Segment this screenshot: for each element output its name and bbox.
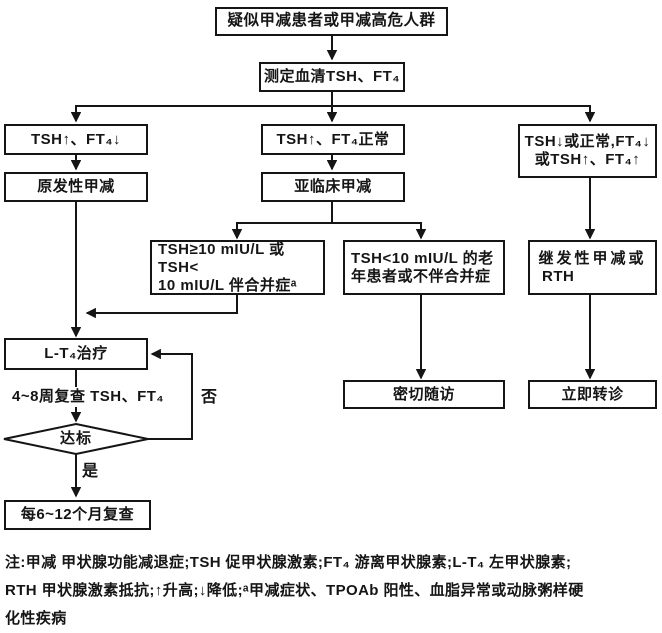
- node-suspected-patients: 疑似甲减患者或甲减高危人群: [215, 7, 448, 36]
- node-secondary-hypo-rth: 继发性甲减或 RTH: [528, 240, 657, 295]
- node-close-followup: 密切随访: [343, 380, 505, 409]
- node-tsh-ge-10-line1: TSH≥10 mIU/L 或 TSH<: [158, 240, 285, 276]
- connector: [85, 295, 238, 319]
- node-immediate-referral: 立即转诊: [528, 380, 657, 409]
- node-tsh-up-ft4-down: TSH↑、FT₄↓: [4, 124, 148, 155]
- node-secondary-hypo-line2: RTH: [542, 267, 575, 285]
- node-secondary-hypo-line1: 继发性甲减或: [538, 249, 647, 267]
- label-target-reached: 达标: [59, 430, 92, 447]
- node-primary-hypothyroidism: 原发性甲减: [4, 172, 148, 202]
- node-secondary-pattern: TSH↓或正常,FT₄↓ 或TSH↑、FT₄↑: [518, 124, 657, 178]
- node-measure-tsh-ft4: 测定血清TSH、FT₄: [259, 62, 405, 92]
- node-tsh-up-ft4-normal: TSH↑、FT₄正常: [261, 124, 405, 155]
- footnote-line3: 化性疾病: [5, 610, 67, 627]
- footnote-line1: 注:甲减 甲状腺功能减退症;TSH 促甲状腺激素;FT₄ 游离甲状腺素;L-T₄…: [5, 554, 572, 571]
- node-tsh-ge-10: TSH≥10 mIU/L 或 TSH< 10 mIU/L 伴合并症ᵃ: [150, 240, 325, 295]
- node-recheck-6-12-months: 每6~12个月复查: [4, 500, 151, 530]
- footnotes: 注:甲减 甲状腺功能减退症;TSH 促甲状腺激素;FT₄ 游离甲状腺素;L-T₄…: [5, 549, 660, 633]
- label-recheck-4-8-weeks: 4~8周复查 TSH、FT₄: [10, 387, 167, 407]
- connector-feedback-no: [148, 348, 193, 440]
- node-tsh-lt-10-line2: 年患者或不伴合并症: [351, 267, 491, 285]
- node-secondary-pattern-line1: TSH↓或正常,FT₄↓: [524, 133, 651, 150]
- node-tsh-lt-10-line1: TSH<10 mIU/L 的老: [351, 249, 494, 267]
- node-secondary-pattern-line2: 或TSH↑、FT₄↑: [534, 151, 641, 168]
- node-lt4-treatment: L-T₄治疗: [4, 338, 148, 370]
- footnote-line2: RTH 甲状腺激素抵抗;↑升高;↓降低;ᵃ甲减症状、TPOAb 阳性、血脂异常或…: [5, 582, 584, 599]
- label-yes: 是: [82, 463, 99, 480]
- node-subclinical-hypothyroidism: 亚临床甲减: [261, 172, 405, 202]
- node-tsh-ge-10-line2: 10 mIU/L 伴合并症ᵃ: [158, 276, 298, 294]
- label-no: 否: [201, 389, 218, 406]
- node-tsh-lt-10-elderly: TSH<10 mIU/L 的老 年患者或不伴合并症: [343, 240, 505, 295]
